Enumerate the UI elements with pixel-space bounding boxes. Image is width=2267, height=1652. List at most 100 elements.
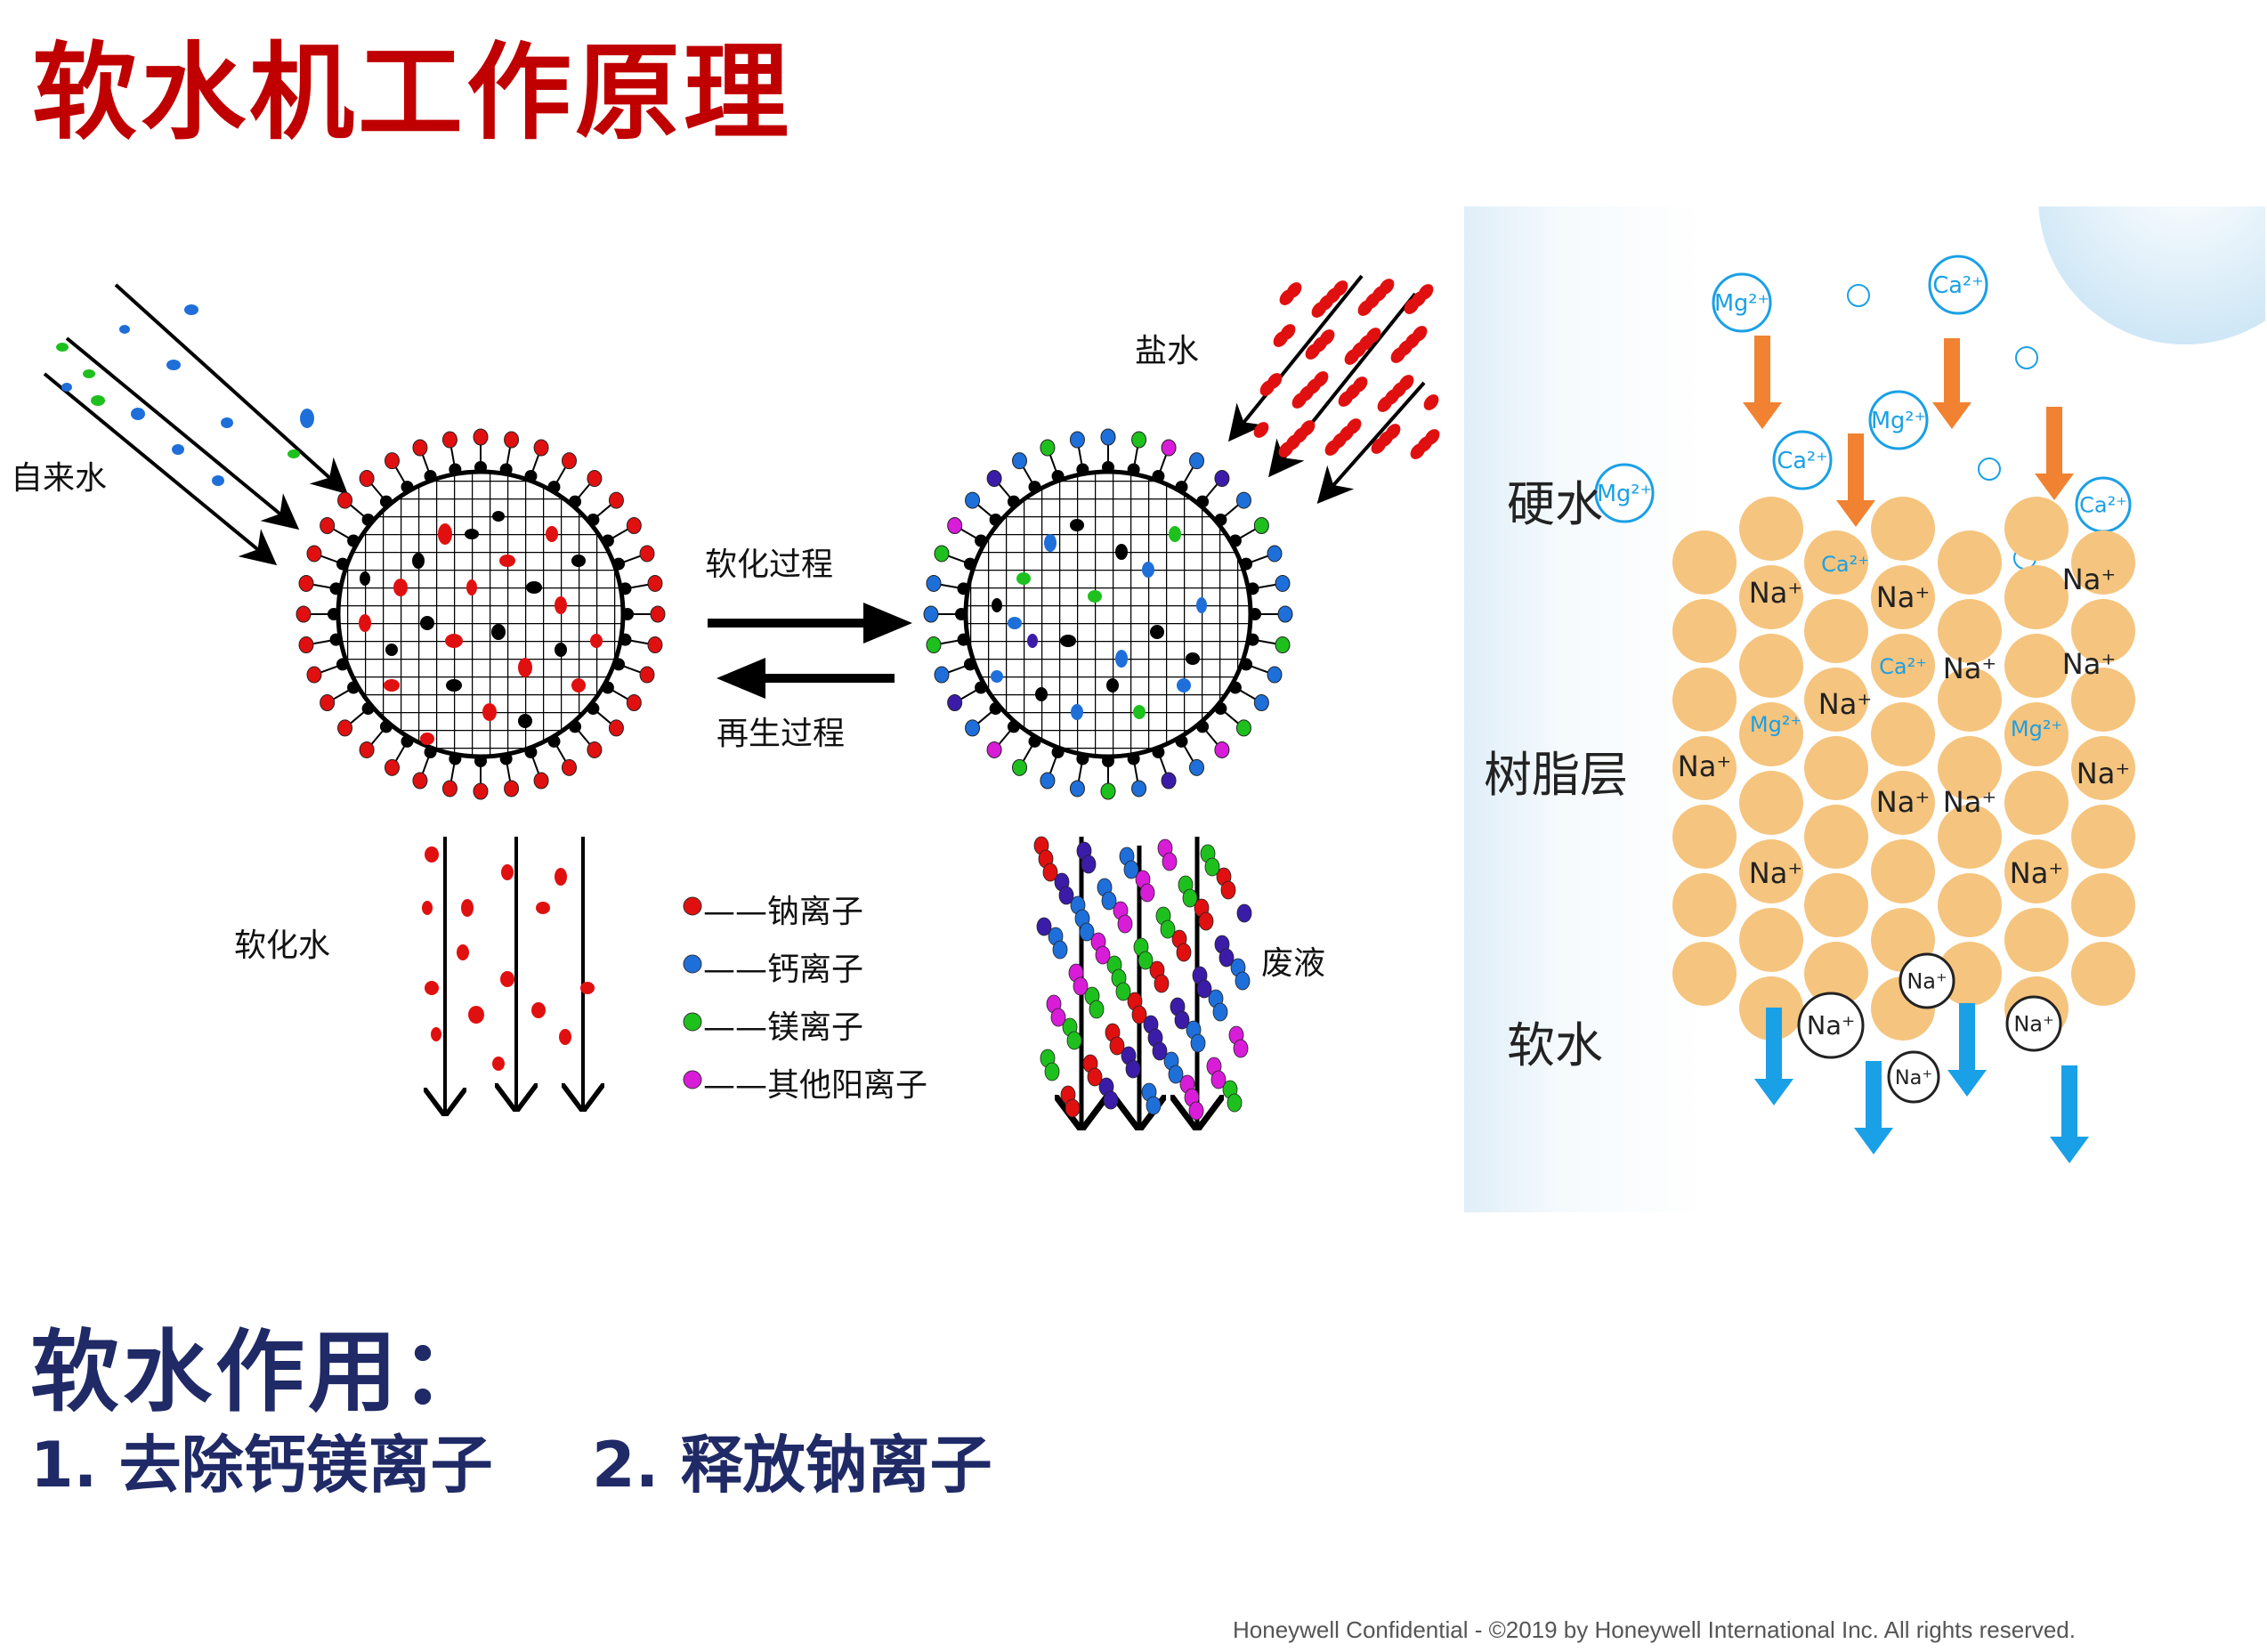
- resin-bead: [1938, 873, 2002, 937]
- waste-ion: [1162, 852, 1178, 871]
- bound-ion: [639, 666, 655, 684]
- exchange-site: [1196, 495, 1210, 508]
- bound-ion: [298, 574, 314, 592]
- outgoing-sodium-ion-label: Na⁺: [1895, 1066, 1932, 1089]
- exchange-site: [1152, 746, 1165, 759]
- exchange-site: [1007, 495, 1020, 508]
- exchange-site: [619, 582, 632, 595]
- outgoing-sodium-ion-label: Na⁺: [2013, 1011, 2053, 1036]
- exchange-site: [401, 481, 414, 494]
- resin-bead: [1672, 668, 1737, 732]
- exchange-site: [989, 513, 1002, 526]
- legend-item-magnesium: ——镁离子: [703, 1009, 864, 1046]
- waste-ion: [1095, 945, 1111, 965]
- resin-bead: [1871, 565, 1935, 629]
- bound-ion: [947, 694, 963, 711]
- label-brine: 盐水: [1135, 333, 1200, 369]
- bound-ion: [1131, 431, 1147, 449]
- bound-ion: [1040, 772, 1056, 790]
- exchange-site: [1214, 513, 1227, 526]
- label-hard-water: 硬水: [1507, 476, 1603, 532]
- exchange-site: [963, 557, 976, 571]
- waste-ion: [1219, 948, 1235, 968]
- bound-ion: [608, 719, 624, 737]
- exchange-site: [1051, 746, 1065, 759]
- bound-ion: [926, 574, 942, 592]
- waste-ion: [1174, 1010, 1190, 1030]
- label-soft-water-out: 软水: [1507, 1017, 1603, 1073]
- exchange-site: [1007, 720, 1020, 733]
- waste-ion: [1190, 1033, 1206, 1053]
- exchange-site: [1240, 658, 1253, 671]
- bound-ion: [306, 545, 322, 563]
- exchange-site: [1240, 557, 1253, 571]
- bound-ion: [1161, 772, 1177, 790]
- bound-ion: [359, 470, 375, 488]
- bound-ion: [320, 517, 336, 534]
- resin-bead: [1672, 736, 1737, 800]
- resin-ion-label: Na⁺: [2062, 563, 2116, 596]
- bound-ion: [412, 439, 428, 457]
- exchange-site: [1028, 481, 1041, 494]
- resin-bead: [2004, 497, 2069, 561]
- bound-ion: [385, 452, 400, 470]
- exchange-site: [1196, 720, 1210, 733]
- resin-ion-label: Na⁺: [2077, 757, 2130, 790]
- bound-ion: [1040, 439, 1056, 457]
- exchange-site: [601, 534, 614, 547]
- waste-ion: [1160, 919, 1176, 939]
- brine-sodium-ion: [1324, 440, 1340, 456]
- bead-surface-sites-left: [296, 428, 666, 800]
- resin-bead: [2004, 565, 2069, 629]
- bound-ion: [647, 574, 663, 592]
- exchange-site: [1228, 681, 1242, 694]
- exchange-site: [1102, 461, 1114, 474]
- resin-bead-exhausted: [963, 469, 1253, 759]
- resin-bead: [1871, 771, 1935, 835]
- waste-ion: [1101, 891, 1117, 911]
- exchange-site: [1175, 734, 1188, 748]
- resin-ion-label: Mg²⁺: [2011, 717, 2062, 741]
- bound-ion: [1214, 470, 1230, 488]
- soft-water-ions: [422, 846, 595, 1071]
- resin-bead: [1739, 908, 1803, 972]
- exchange-site: [989, 702, 1002, 716]
- brine-sodium-ion: [1311, 302, 1327, 318]
- exchange-site: [328, 608, 340, 620]
- exchange-site: [347, 681, 360, 694]
- waste-ion: [1065, 1098, 1081, 1118]
- waste-ion: [1103, 1090, 1119, 1110]
- incoming-ion-label: Mg²⁺: [1871, 408, 1926, 434]
- waste-ion: [1196, 979, 1212, 999]
- bound-ion: [1161, 439, 1177, 457]
- bound-ion: [608, 491, 624, 509]
- waste-ion: [1176, 943, 1192, 962]
- waste-ion: [1154, 974, 1170, 993]
- waste-ion: [1036, 917, 1052, 936]
- tap-water-ions: [56, 304, 314, 486]
- bound-ion: [306, 666, 322, 684]
- resin-ion-label: Na⁺: [1876, 580, 1930, 614]
- resin-ion-label: Na⁺: [1749, 576, 1802, 610]
- exchange-site: [1102, 755, 1114, 767]
- resin-ion-label: Na⁺: [1943, 652, 1996, 685]
- bound-ion: [337, 491, 353, 509]
- hard-water-arrow: [1754, 336, 1770, 404]
- exchange-site: [524, 469, 538, 482]
- resin-bead: [1804, 942, 1868, 1006]
- waste-ions: [1033, 836, 1252, 1121]
- waste-ion: [1123, 860, 1139, 879]
- exchange-site: [612, 658, 626, 671]
- usage-item-release-na: 2. 释放钠离子: [592, 1429, 992, 1502]
- outgoing-sodium-ion-label: Na⁺: [1907, 968, 1947, 993]
- resin-bead: [2004, 702, 2069, 766]
- exchange-site: [1214, 702, 1227, 716]
- water-bubble-decor: [2038, 206, 2265, 344]
- bound-ion: [986, 741, 1002, 758]
- bead-surface-sites-right: [923, 428, 1293, 800]
- exchange-site: [975, 681, 988, 694]
- waste-ion: [1146, 1096, 1162, 1115]
- soft-water-arrows: [445, 837, 583, 1113]
- waste-ion: [1227, 1093, 1243, 1113]
- exchange-site: [569, 495, 582, 508]
